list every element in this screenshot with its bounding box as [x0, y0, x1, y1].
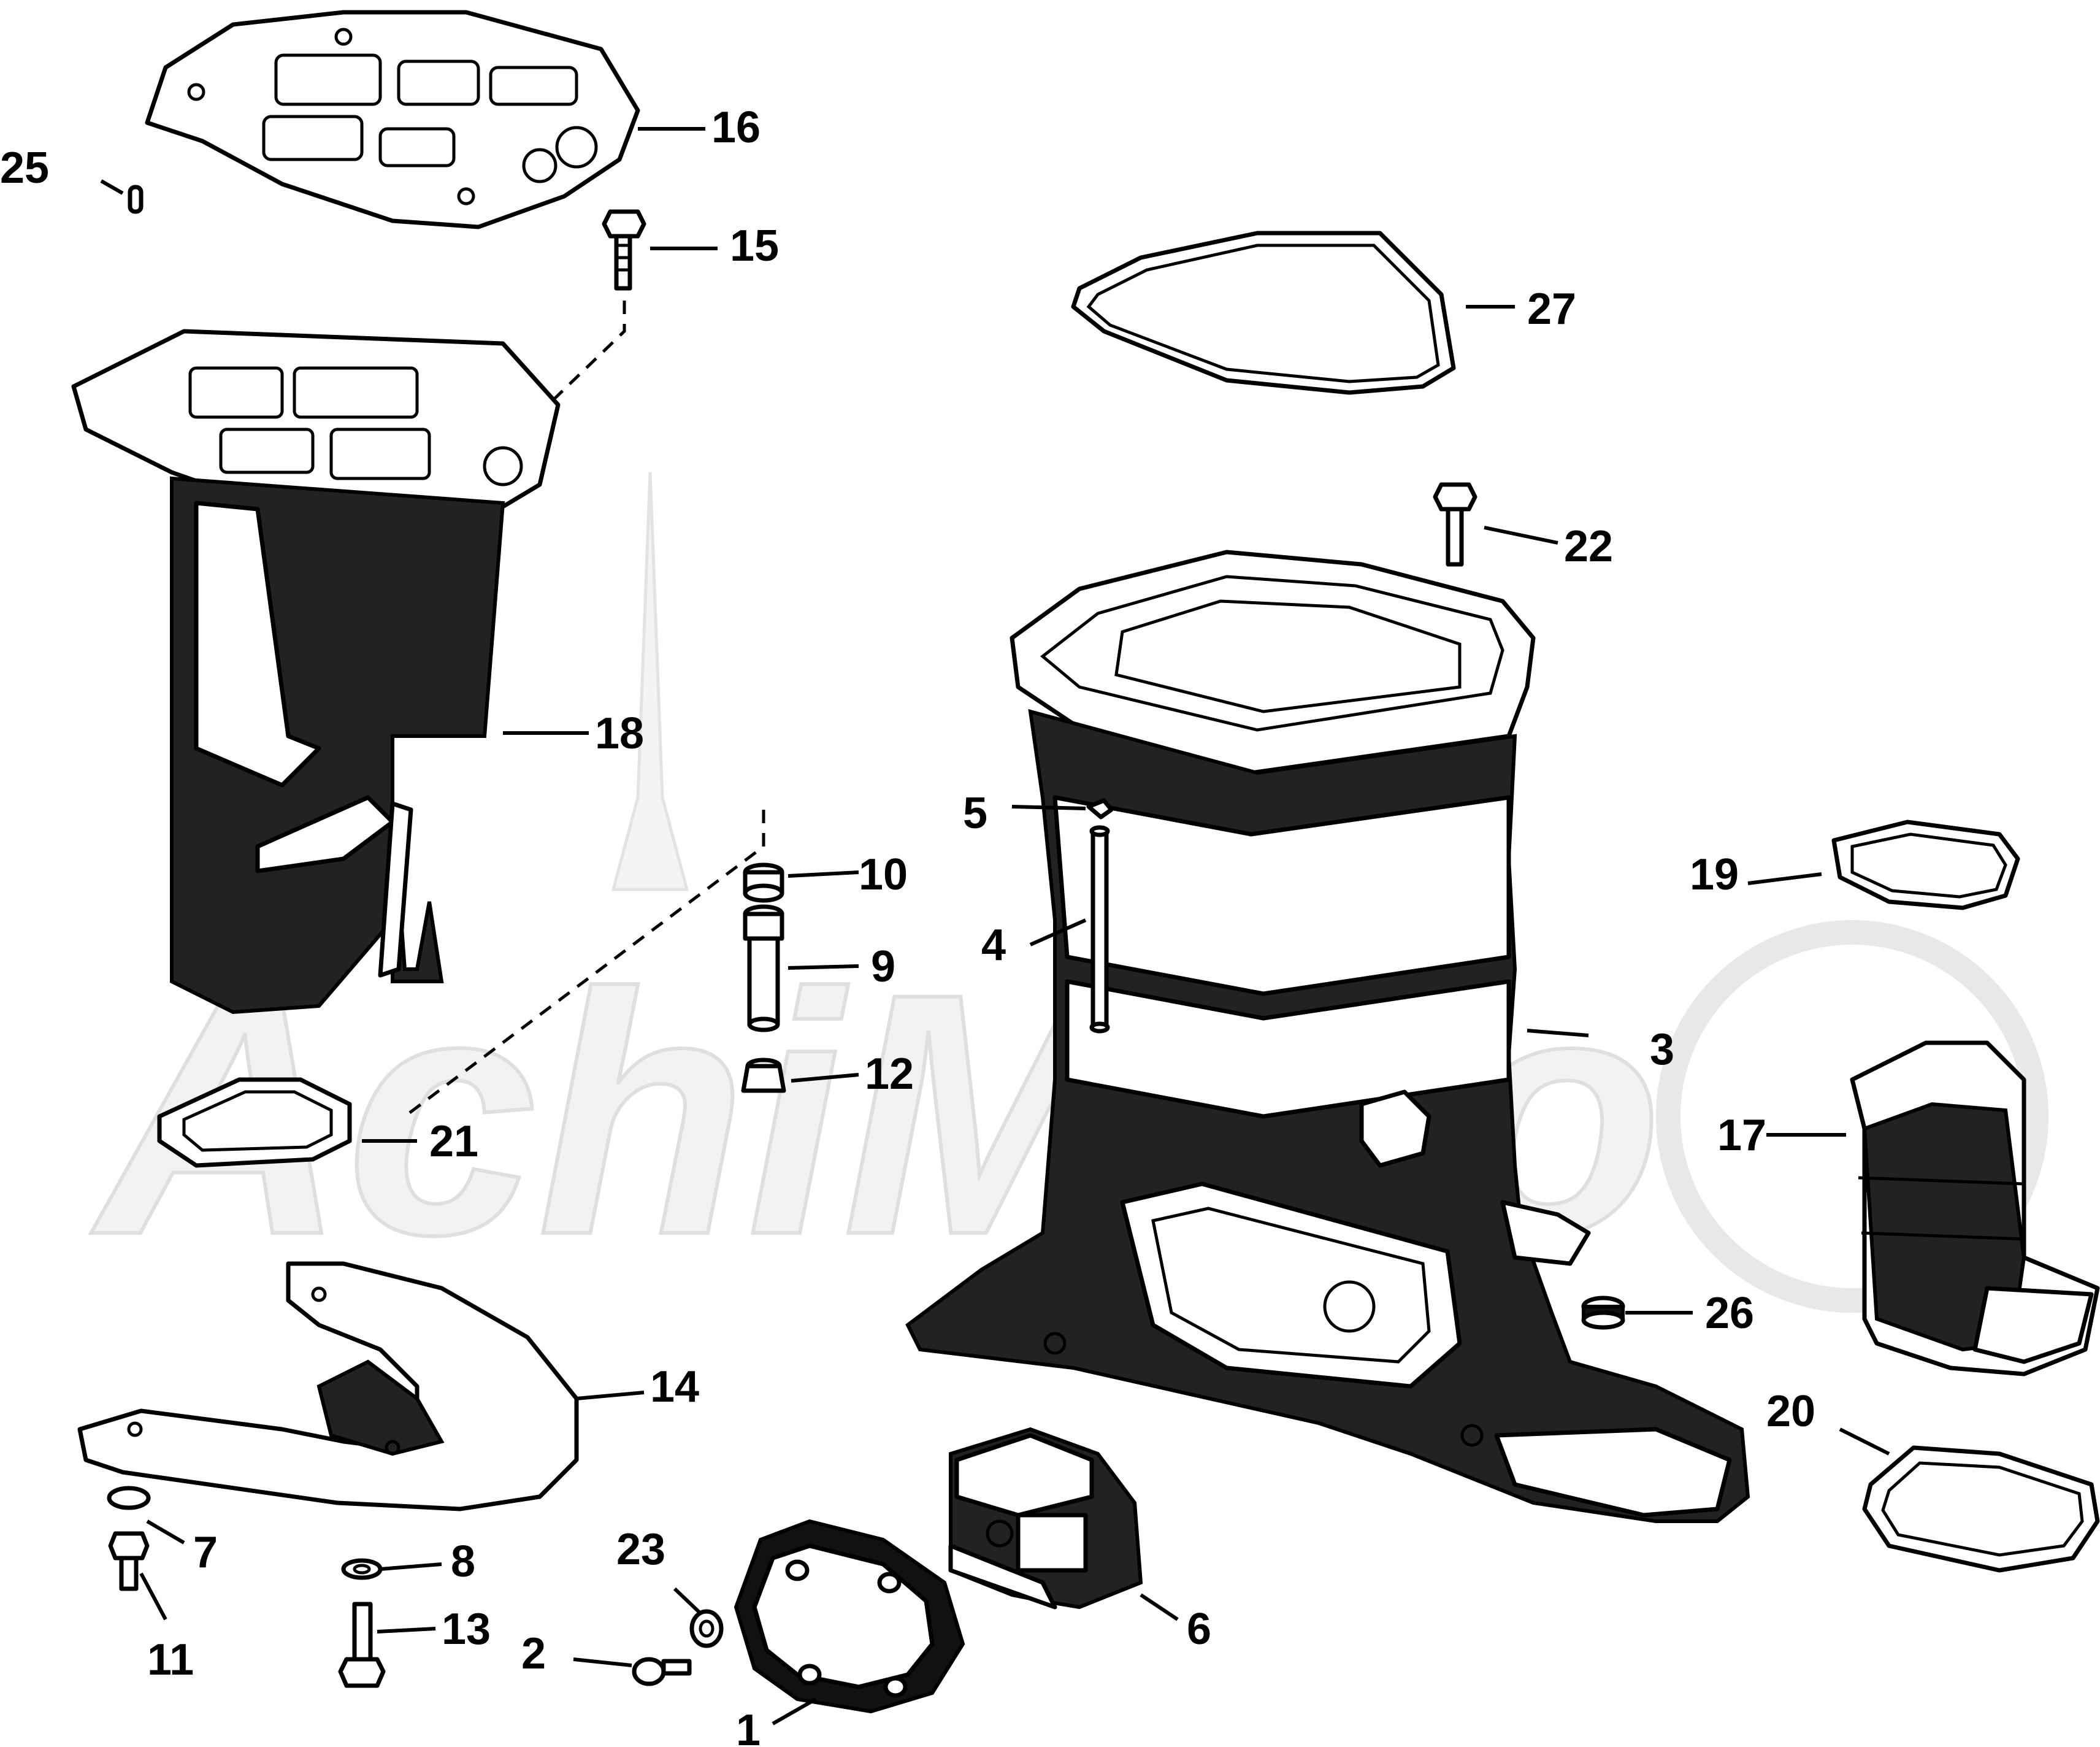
callout-3: 3	[1650, 1025, 1674, 1074]
callout-13: 13	[442, 1605, 491, 1654]
bolt-11	[108, 1531, 150, 1591]
seal-19	[1831, 820, 2020, 910]
callout-9: 9	[871, 942, 895, 991]
callout-1: 1	[736, 1706, 761, 1747]
nut-8	[341, 1558, 383, 1580]
leader-lines	[100, 127, 1890, 1726]
washer-7	[107, 1486, 151, 1510]
bushing-12	[741, 1058, 786, 1093]
screw-2	[632, 1657, 692, 1686]
callout-27: 27	[1527, 285, 1576, 334]
callout-11: 11	[147, 1635, 194, 1684]
callout-20: 20	[1766, 1387, 1815, 1436]
callout-5: 5	[963, 789, 987, 838]
callout-22: 22	[1564, 522, 1613, 571]
callout-4: 4	[981, 921, 1006, 970]
plate-14	[77, 1261, 579, 1511]
callout-14: 14	[650, 1362, 699, 1411]
callout-7: 7	[193, 1528, 218, 1577]
gasket-16	[145, 10, 640, 229]
dashed-line-10	[404, 810, 765, 1118]
washer-23	[689, 1609, 724, 1648]
callout-17: 17	[1717, 1111, 1766, 1160]
seal-21	[157, 1077, 352, 1168]
mount-6	[948, 1427, 1143, 1610]
dowel-pin-25	[128, 185, 144, 214]
seal-27	[1071, 231, 1456, 395]
callout-2: 2	[521, 1629, 546, 1678]
callout-23: 23	[616, 1525, 665, 1574]
callout-6: 6	[1187, 1605, 1211, 1654]
callout-8: 8	[451, 1537, 475, 1586]
watermark-spire	[611, 472, 689, 891]
callout-labels: 16 25 15 27 22 18 5 10 19 9 4 3 12 21 17…	[0, 103, 1815, 1747]
callout-26: 26	[1705, 1289, 1754, 1338]
bolt-22	[1433, 482, 1477, 567]
stud-4	[1089, 825, 1110, 1034]
cap-10	[743, 862, 784, 903]
exhaust-housing-18	[71, 329, 561, 1015]
cover-1	[734, 1519, 965, 1714]
seal-20	[1862, 1445, 2100, 1573]
callout-25: 25	[0, 144, 49, 193]
callout-10: 10	[859, 850, 908, 899]
callout-15: 15	[730, 221, 779, 271]
watermark-wheel	[1656, 920, 2048, 1313]
callout-12: 12	[865, 1050, 914, 1099]
duct-17	[1850, 1040, 2100, 1376]
callout-21: 21	[429, 1117, 478, 1166]
bolt-13	[338, 1602, 386, 1688]
callout-19: 19	[1690, 850, 1739, 899]
callout-16: 16	[711, 103, 761, 152]
clip-5	[1086, 798, 1114, 820]
tube-9	[743, 904, 784, 1032]
plug-26	[1581, 1296, 1625, 1330]
bolt-15	[602, 209, 646, 291]
callout-18: 18	[595, 709, 644, 758]
housing-3	[905, 550, 1750, 1523]
